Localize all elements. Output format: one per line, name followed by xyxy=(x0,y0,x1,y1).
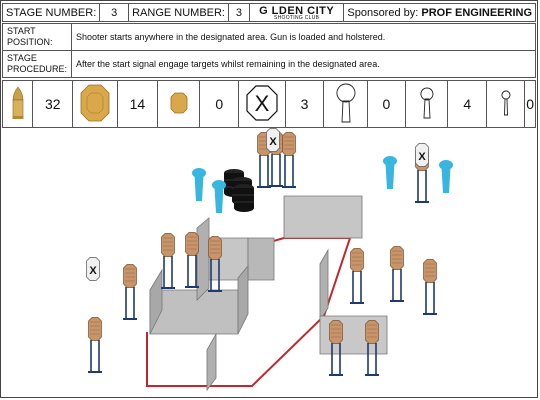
paper-target xyxy=(122,263,138,320)
range-number-label: RANGE NUMBER: xyxy=(128,3,229,22)
wall-front-bottom xyxy=(206,332,217,392)
no-shoot-target xyxy=(415,143,429,167)
sponsor: Sponsored by: PROF ENGINEERING xyxy=(343,3,536,22)
stage-procedure-label: STAGE PROCEDURE: xyxy=(1,50,73,78)
sponsor-prefix: Sponsored by: xyxy=(347,6,419,19)
no-shoot-icon: X xyxy=(238,80,286,128)
small-popper-icon xyxy=(486,80,526,128)
paper-target xyxy=(281,131,297,188)
stage-info: START POSITION: Shooter starts anywhere … xyxy=(1,23,536,78)
start-position-label: START POSITION: xyxy=(1,23,73,51)
paper-target xyxy=(422,258,438,315)
paper-target xyxy=(389,245,405,302)
medium-popper-count: 4 xyxy=(447,80,488,128)
popper xyxy=(212,180,226,213)
popper xyxy=(192,168,206,201)
barrels xyxy=(223,168,255,213)
large-popper-icon xyxy=(323,80,368,128)
stage-diagram: X xyxy=(86,128,453,392)
small-popper-count: 0 xyxy=(524,80,536,128)
stage-number-label: STAGE NUMBER: xyxy=(1,3,101,22)
paper-target-count: 14 xyxy=(116,80,159,128)
no-shoot-target xyxy=(86,257,100,281)
popper xyxy=(383,156,397,189)
paper-target xyxy=(87,316,103,373)
svg-text:X: X xyxy=(255,91,270,116)
paper-target xyxy=(349,247,365,304)
club-logo-text: G LDEN CITY xyxy=(259,4,335,17)
club-logo-subtext: SHOOTING CLUB xyxy=(274,14,320,21)
sponsor-name: PROF ENGINEERING xyxy=(421,6,532,19)
wall-right-side xyxy=(319,248,329,322)
wall-back-right xyxy=(283,195,363,239)
small-steel-count: 0 xyxy=(199,80,240,128)
start-position-text: Shooter starts anywhere in the designate… xyxy=(71,23,536,51)
no-shoot-count: 3 xyxy=(284,80,325,128)
popper xyxy=(439,160,453,193)
large-popper-count: 0 xyxy=(366,80,407,128)
paper-target xyxy=(160,232,176,289)
small-steel-plate-icon xyxy=(157,80,201,128)
stage-header: STAGE NUMBER: 3 RANGE NUMBER: 3 G LDEN C… xyxy=(1,3,536,22)
rounds-count: 32 xyxy=(32,80,74,128)
ipsc-paper-target-icon xyxy=(72,80,118,128)
target-counts: 32 14 0 X 3 0 xyxy=(1,80,536,128)
range-number-value: 3 xyxy=(228,3,250,22)
stage-number-value: 3 xyxy=(99,3,130,22)
no-shoot-target xyxy=(266,128,280,152)
medium-popper-icon xyxy=(405,80,449,128)
bullet-icon xyxy=(1,80,34,128)
stage-procedure-text: After the start signal engage targets wh… xyxy=(71,50,536,78)
club-logo: G LDEN CITY SHOOTING CLUB xyxy=(248,3,345,22)
